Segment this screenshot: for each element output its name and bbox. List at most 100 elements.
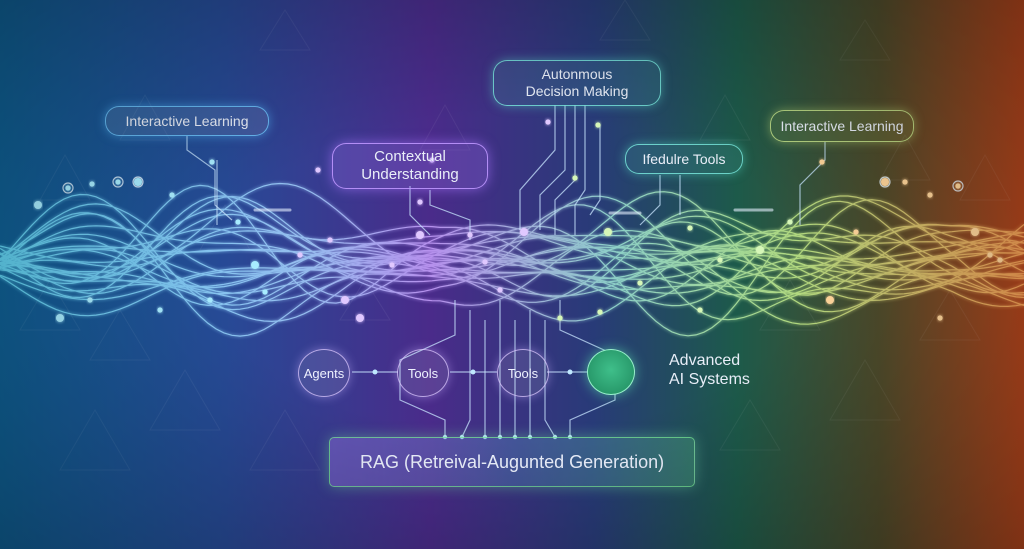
network-dot <box>756 246 764 254</box>
contextual-label-line1: Contextual <box>374 148 446 165</box>
network-dot <box>209 159 215 165</box>
network-dot <box>557 315 563 321</box>
wave-line <box>0 195 1024 299</box>
wave-line <box>0 247 1024 302</box>
lifecycle-tools-pill: Ifedulre Tools <box>625 144 743 174</box>
rag-box-label: RAG (Retreival-Augunted Generation) <box>360 451 665 472</box>
network-dot <box>997 257 1003 263</box>
ring-node <box>952 180 964 192</box>
short-bars <box>253 208 774 215</box>
green-node <box>587 349 635 395</box>
network-dot <box>157 307 163 313</box>
wave-line <box>0 223 1024 295</box>
agents-node: Agents <box>298 349 350 397</box>
network-dot <box>604 228 612 236</box>
bottom-connector-dots <box>372 369 573 440</box>
wave-line <box>0 248 1024 289</box>
contextual-label-line2: Understanding <box>361 166 459 183</box>
network-dot <box>819 159 825 165</box>
advanced-label-line1: Advanced <box>669 352 741 369</box>
wave-line <box>0 242 1024 325</box>
network-dot <box>687 225 693 231</box>
network-dot <box>902 179 908 185</box>
network-dot <box>927 192 933 198</box>
lifecycle-tools-label: Ifedulre Tools <box>642 150 726 167</box>
network-dot <box>416 231 424 239</box>
interactive-learning-left-label: Interactive Learning <box>125 112 249 129</box>
network-dot <box>327 237 333 243</box>
wave-line <box>0 231 1024 264</box>
network-dot <box>597 309 603 315</box>
wave-line <box>0 229 1024 306</box>
network-dot <box>389 262 395 268</box>
network-dot <box>417 199 423 205</box>
wave-line <box>0 195 1024 302</box>
wave-line <box>0 203 1024 308</box>
network-dot <box>356 314 364 322</box>
network-dot <box>717 257 723 263</box>
network-dot <box>169 192 175 198</box>
top-connectors <box>186 105 826 240</box>
network-dot <box>262 289 268 295</box>
wave-line <box>0 230 1024 279</box>
tools-node-2: Tools <box>497 349 549 397</box>
tools-node-2-label: Tools <box>507 365 539 381</box>
ring-node <box>132 176 144 188</box>
network-dot <box>853 229 859 235</box>
tools-node-1: Tools <box>397 349 449 397</box>
network-dot <box>971 228 979 236</box>
network-dot <box>545 119 551 125</box>
wave-line <box>0 233 1024 286</box>
autonomous-decision-pill: Autonmous Decision Making <box>493 60 661 106</box>
wave-line <box>0 204 1024 337</box>
network-dot <box>207 297 213 303</box>
interactive-learning-right-label: Interactive Learning <box>780 117 904 134</box>
network-dot <box>697 307 703 313</box>
network-dot <box>115 179 121 185</box>
network-dot <box>315 167 321 173</box>
wave-line <box>0 221 1024 313</box>
network-dot <box>497 287 503 293</box>
network-dot <box>937 315 943 321</box>
network-dot <box>637 280 643 286</box>
bottom-connectors <box>352 300 616 438</box>
network-dot <box>987 252 993 258</box>
network-dot <box>595 122 601 128</box>
agents-node-label: Agents <box>303 365 345 381</box>
wave-line <box>0 208 1024 283</box>
wave-line <box>0 246 1024 294</box>
network-dot <box>520 228 528 236</box>
network-dot <box>429 157 435 163</box>
network-dot <box>56 314 64 322</box>
network-dot <box>87 297 93 303</box>
network-dot <box>467 232 473 238</box>
network-dot <box>251 261 259 269</box>
network-dot <box>341 296 349 304</box>
wave-line <box>0 213 1024 282</box>
tools-node-1-label: Tools <box>407 365 439 381</box>
network-dot <box>955 183 961 189</box>
autonomous-label-line1: Autonmous <box>541 66 613 82</box>
wave-line <box>0 245 1024 272</box>
autonomous-label-line2: Decision Making <box>525 83 629 99</box>
network-dot <box>297 252 303 258</box>
network-dot <box>134 178 142 186</box>
contextual-understanding-pill: Contextual Understanding <box>332 143 488 189</box>
network-dot <box>89 181 95 187</box>
network-dot <box>826 296 834 304</box>
network-dot <box>482 259 488 265</box>
network-dot <box>65 185 71 191</box>
network-dot <box>572 175 578 181</box>
rag-box: RAG (Retreival-Augunted Generation) <box>329 437 695 487</box>
ring-node <box>62 182 74 194</box>
interactive-learning-right-pill: Interactive Learning <box>770 110 914 142</box>
advanced-label-line2: AI Systems <box>669 371 750 388</box>
network-dot <box>881 178 889 186</box>
interactive-learning-left-pill: Interactive Learning <box>105 106 269 136</box>
wave-line <box>0 191 1024 299</box>
network-dot <box>787 219 793 225</box>
network-dot <box>34 201 42 209</box>
ring-node <box>112 176 124 188</box>
